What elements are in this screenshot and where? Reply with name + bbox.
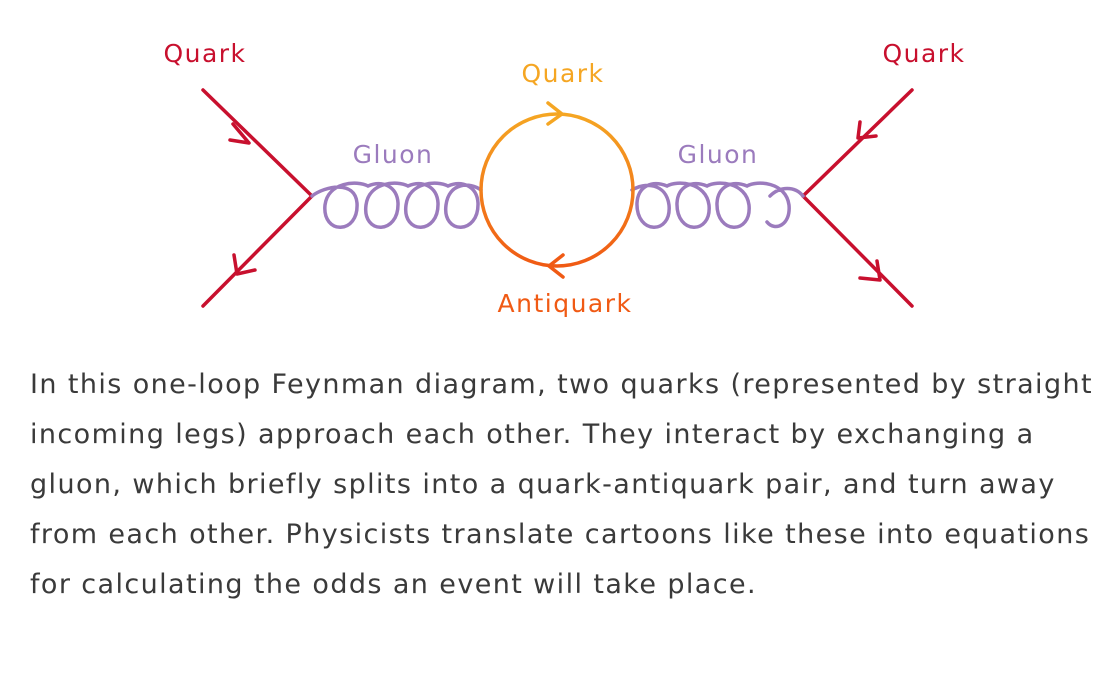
left-incoming-quark-line [201, 88, 314, 198]
quark-loop [479, 112, 635, 268]
quark-label-right: Quark [882, 39, 965, 68]
diagram-caption: In this one-loop Feynman diagram, two qu… [30, 369, 1093, 600]
antiquark-label-loop: Antiquark [498, 289, 633, 318]
left-incoming-quark-arrow [228, 122, 251, 145]
quark-label-left: Quark [163, 39, 246, 68]
quark-loop-arrow [546, 101, 564, 126]
left-outgoing-quark-arrow [232, 253, 257, 276]
left-outgoing-quark-line [201, 194, 314, 308]
left-quark-legs [201, 88, 314, 308]
feynman-diagram: Quark Quark Quark Antiquark Gluon Gluon [163, 39, 965, 318]
right-quark-legs [801, 88, 914, 308]
right-outgoing-quark-line [801, 194, 914, 308]
right-gluon-line [630, 181, 805, 229]
antiquark-loop-arrow [547, 253, 565, 279]
right-outgoing-quark-arrow [858, 259, 882, 282]
right-incoming-quark-line [801, 88, 914, 198]
left-gluon-line [310, 181, 483, 229]
gluon-label-right: Gluon [678, 140, 759, 169]
quark-label-loop: Quark [521, 59, 604, 88]
gluon-label-left: Gluon [353, 140, 434, 169]
right-incoming-quark-arrow [856, 120, 878, 140]
